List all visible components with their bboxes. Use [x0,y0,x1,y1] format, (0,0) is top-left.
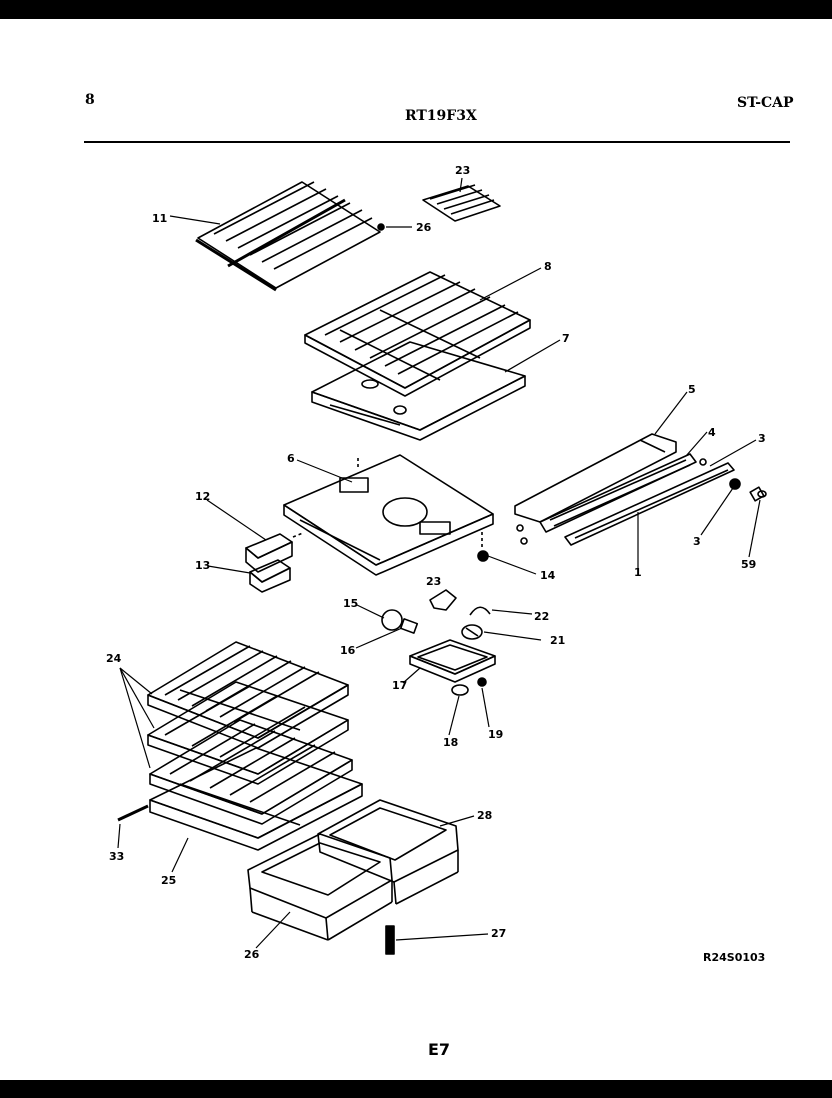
callout-25: 25 [161,874,176,887]
callout-3-label: 3 [693,535,701,548]
air-grille [422,184,501,222]
callout-19: 19 [488,728,503,741]
screw [749,486,767,502]
refrigerator-shelf-top [147,641,349,749]
callout-28-right: 28 [477,809,492,822]
callout-26-lower: 26 [244,948,260,961]
control-knob [429,589,457,611]
callout-23: 23 [426,575,441,588]
callout-17: 17 [392,679,407,692]
callout-8: 7 [562,332,570,345]
callout-12: 12 [195,490,210,503]
callout-59: 59 [741,558,756,571]
callout-6: 5 [688,383,696,396]
callout-27: 27 [491,927,506,940]
callout-1: 1 [634,566,642,579]
refrigerator-shelf-lower [149,719,353,826]
crisper-drawer-right [317,799,459,905]
callout-10: 23 [455,164,470,177]
callout-11: 11 [152,212,167,225]
model-number: RT19F3X [405,108,477,124]
page-number: 8 [85,92,95,108]
reference-code: R24S0103 [703,951,766,964]
refrigerator-shelf-middle [147,681,349,785]
light-socket [249,559,291,593]
slide-track [564,462,735,546]
crisper-cover [117,747,363,851]
callout-13: 13 [195,559,210,572]
callout-9: 8 [544,260,552,273]
bottom-scan-border [0,1080,832,1098]
divider-panel [311,341,526,441]
wire-shelf-upper [195,181,381,292]
callout-26-upper: 26 [416,221,432,234]
evaporator-cover [283,454,494,576]
series-code: ST-CAP [737,95,794,111]
page-code: E7 [428,1040,451,1059]
callout-5: 4 [708,426,716,439]
callout-24: 24 [106,652,122,665]
light-housing [245,533,293,573]
freezer-shelf-grid [304,271,531,397]
thermostat [461,624,483,640]
callout-15: 15 [343,597,358,610]
callout-22: 22 [534,610,549,623]
shelf-rail [539,453,697,533]
callout-4: 3 [758,432,766,445]
callout-21: 21 [550,634,565,647]
callout-33: 33 [109,850,124,863]
control-housing [409,639,496,683]
header-rule [84,141,790,143]
shelf-support-channel [514,433,677,523]
callout-7: 6 [287,452,295,465]
callout-14: 14 [540,569,556,582]
crisper-drawer-left [247,833,393,941]
callout-18: 18 [443,736,458,749]
callout-16: 16 [340,644,356,657]
top-scan-border [0,0,832,19]
